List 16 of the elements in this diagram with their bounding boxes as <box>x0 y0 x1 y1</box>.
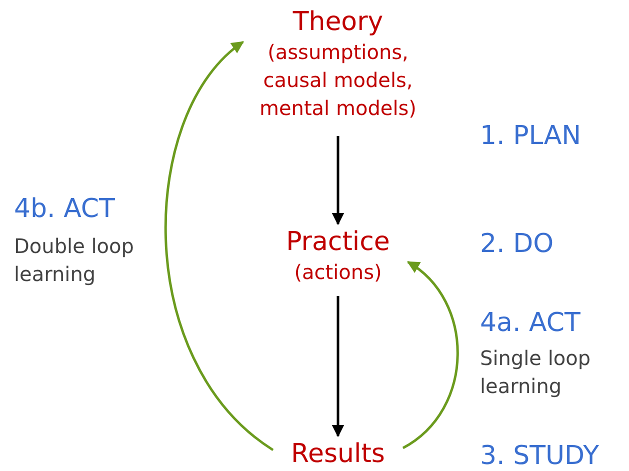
arrow <box>332 296 344 438</box>
step-label: 3. STUDY <box>480 440 600 471</box>
node-subtitle: (assumptions, causal models, mental models) <box>258 39 418 122</box>
node-title: Practice <box>286 226 390 258</box>
node-title: Results <box>291 438 385 470</box>
step-label: 2. DO <box>480 228 555 260</box>
arrow <box>332 136 344 226</box>
note-text: Single loop learning <box>480 345 592 400</box>
arrow <box>164 41 274 451</box>
node-title: Theory <box>292 6 384 38</box>
step-label: 4b. ACT <box>14 193 116 225</box>
step-label: 4a. ACT <box>480 307 582 339</box>
arrow <box>402 260 459 450</box>
note-text: Double loop learning <box>14 233 135 288</box>
step-label: 1. PLAN <box>480 120 582 152</box>
node-subtitle: (actions) <box>294 259 382 286</box>
